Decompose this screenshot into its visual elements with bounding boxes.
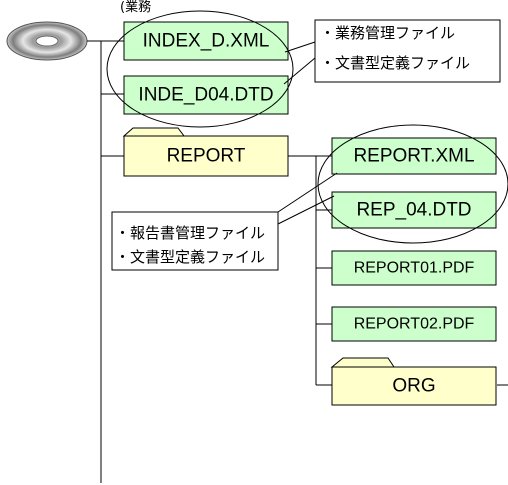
folder-org: ORG xyxy=(330,357,497,406)
cd-disc-icon xyxy=(6,21,88,61)
report-note: ・報告書管理ファイル ・文書型定義ファイル xyxy=(111,211,279,271)
file-box-report-xml: REPORT.XML xyxy=(331,137,497,175)
report-note-line-1: ・報告書管理ファイル xyxy=(115,224,265,242)
file-box-rep-dtd: REP_04.DTD xyxy=(331,191,497,229)
file-box-report01-pdf: REPORT01.PDF xyxy=(331,250,497,286)
header-fragment: (業務 xyxy=(120,0,151,15)
file-name: INDEX_D.XML xyxy=(143,31,270,52)
file-name: REPORT02.PDF xyxy=(354,316,475,333)
root-note-line-1: ・業務管理ファイル xyxy=(320,24,455,42)
report-connectors xyxy=(315,156,508,386)
root-files-highlight xyxy=(106,10,294,128)
folder-name: ORG xyxy=(392,376,435,397)
root-note: ・業務管理ファイル ・文書型定義ファイル xyxy=(314,19,501,83)
file-box-report02-pdf: REPORT02.PDF xyxy=(331,306,497,342)
file-name: INDE_D04.DTD xyxy=(138,85,273,106)
root-callout-lines xyxy=(283,41,316,85)
report-note-line-2: ・文書型定義ファイル xyxy=(115,248,265,266)
file-name: REPORT01.PDF xyxy=(354,260,475,277)
folder-name: REPORT xyxy=(167,146,246,167)
file-box-inde-dtd: INDE_D04.DTD xyxy=(123,75,289,115)
file-name: REPORT.XML xyxy=(353,146,474,167)
root-note-line-2: ・文書型定義ファイル xyxy=(320,54,470,72)
file-name: REP_04.DTD xyxy=(356,200,471,221)
report-callout-lines xyxy=(277,172,338,225)
folder-report: REPORT xyxy=(122,127,289,177)
root-connectors xyxy=(87,40,332,483)
file-box-index-xml: INDEX_D.XML xyxy=(123,21,289,61)
report-files-highlight xyxy=(317,124,508,244)
